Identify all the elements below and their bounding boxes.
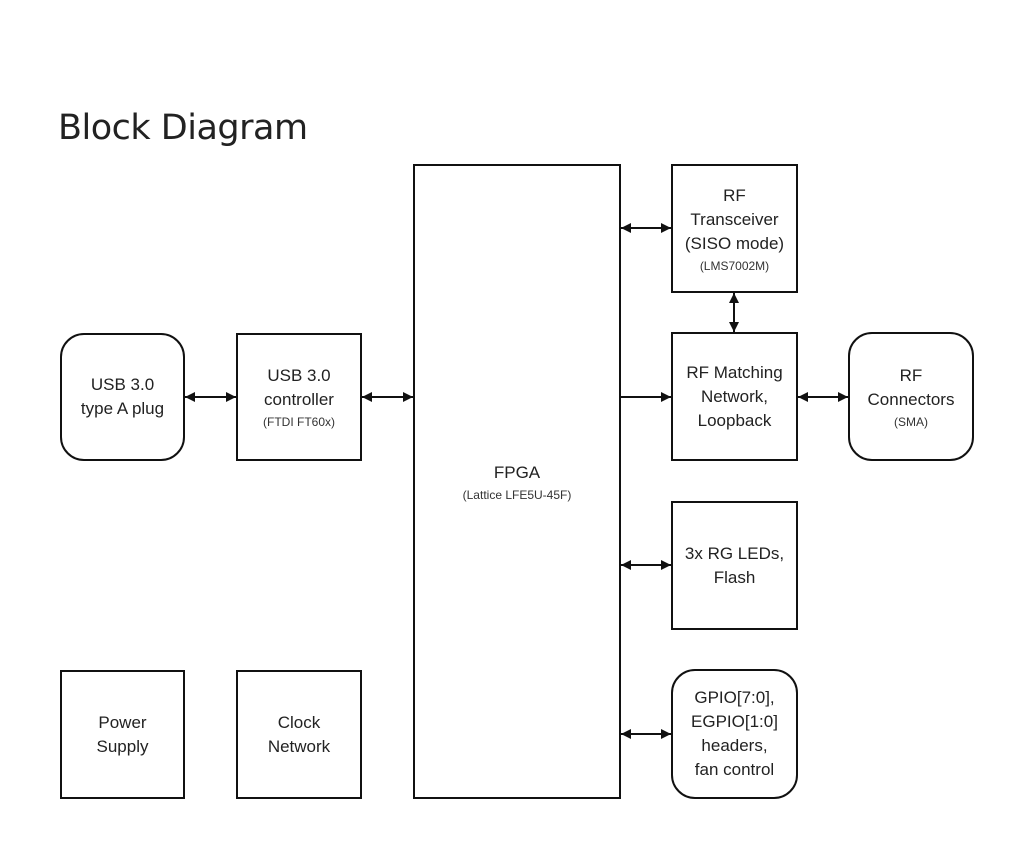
page-title: Block Diagram — [58, 108, 308, 148]
gpio-label: GPIO[7:0], EGPIO[1:0] headers, fan contr… — [691, 688, 778, 779]
fpga-sublabel: (Lattice LFE5U-45F) — [462, 487, 572, 502]
rf-transceiver-label: RF Transceiver (SISO mode) — [684, 185, 785, 253]
usb-controller-label: USB 3.0 controller — [264, 366, 334, 409]
fpga-block: FPGA (Lattice LFE5U-45F) — [413, 164, 621, 799]
usb-plug-label: USB 3.0 type A plug — [80, 375, 165, 418]
power-supply-block: Power Supply — [60, 670, 185, 799]
rf-connectors-block: RF Connectors (SMA) — [848, 332, 974, 461]
usb-controller-block: USB 3.0 controller (FTDI FT60x) — [236, 333, 362, 461]
leds-flash-label: 3x RG LEDs, Flash — [684, 543, 785, 587]
usb-controller-sublabel: (FTDI FT60x) — [263, 415, 335, 429]
power-supply-label: Power Supply — [96, 712, 149, 756]
rf-matching-label: RF Matching Network, Loopback — [686, 362, 783, 430]
gpio-block: GPIO[7:0], EGPIO[1:0] headers, fan contr… — [671, 669, 798, 799]
rf-connectors-sublabel: (SMA) — [894, 414, 928, 429]
clock-network-block: Clock Network — [236, 670, 362, 799]
rf-transceiver-sublabel: (LMS7002M) — [699, 258, 770, 273]
rf-connectors-label: RF Connectors — [867, 365, 955, 409]
rf-matching-block: RF Matching Network, Loopback — [671, 332, 798, 461]
fpga-label: FPGA — [493, 462, 541, 482]
usb-plug-block: USB 3.0 type A plug — [60, 333, 185, 461]
leds-flash-block: 3x RG LEDs, Flash — [671, 501, 798, 630]
rf-transceiver-block: RF Transceiver (SISO mode) (LMS7002M) — [671, 164, 798, 293]
clock-network-label: Clock Network — [267, 712, 331, 756]
